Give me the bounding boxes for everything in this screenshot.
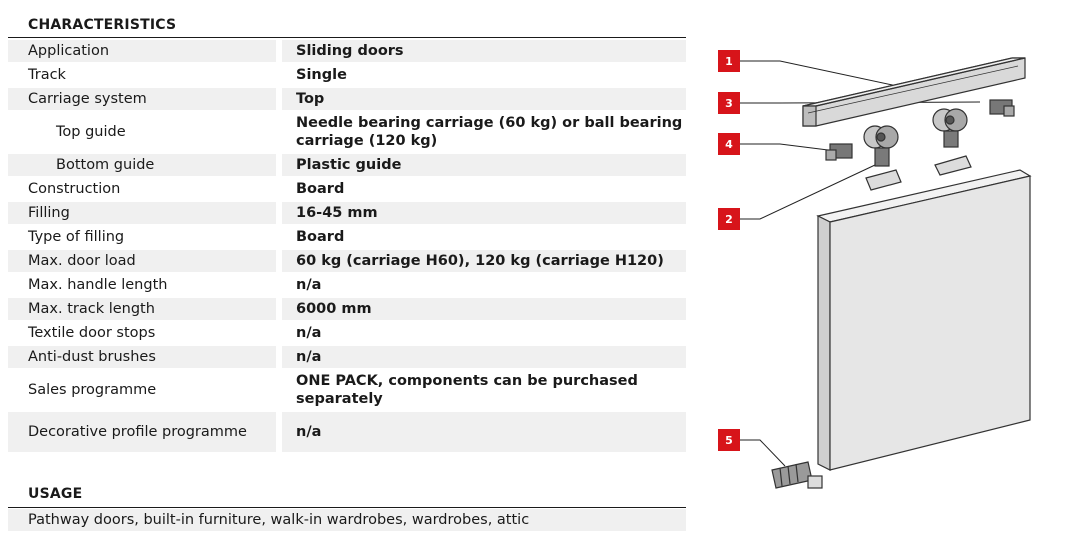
row-value: n/a bbox=[282, 412, 686, 452]
characteristics-divider bbox=[8, 37, 686, 38]
table-row: Max. door load 60 kg (carriage H60), 120… bbox=[8, 250, 686, 272]
row-label: Max. track length bbox=[8, 298, 276, 320]
table-row: Top guide Needle bearing carriage (60 kg… bbox=[8, 112, 686, 152]
row-value: 60 kg (carriage H60), 120 kg (carriage H… bbox=[282, 250, 686, 272]
callout-4: 4 bbox=[718, 133, 740, 155]
characteristics-table: Application Sliding doors Track Single C… bbox=[8, 38, 686, 454]
svg-text:5: 5 bbox=[725, 434, 733, 447]
row-label: Decorative profile programme bbox=[8, 412, 276, 452]
table-row: Carriage system Top bbox=[8, 88, 686, 110]
row-value: Needle bearing carriage (60 kg) or ball … bbox=[296, 115, 683, 149]
callout-3: 3 bbox=[718, 92, 740, 114]
row-value: Plastic guide bbox=[282, 154, 686, 176]
row-label: Application bbox=[8, 40, 276, 62]
row-value: ONE PACK, components can be purchased se… bbox=[296, 373, 638, 407]
usage-divider bbox=[8, 507, 686, 508]
table-row: Max. handle length n/a bbox=[8, 274, 686, 296]
row-value: 6000 mm bbox=[282, 298, 686, 320]
row-label: Type of filling bbox=[28, 229, 125, 245]
table-row: Sales programme ONE PACK, components can… bbox=[8, 370, 686, 410]
row-label: Textile door stops bbox=[28, 325, 156, 341]
row-label: Sales programme bbox=[28, 382, 157, 398]
table-row: Filling 16-45 mm bbox=[8, 202, 686, 224]
row-value: n/a bbox=[296, 325, 322, 341]
row-value: Board bbox=[296, 229, 345, 245]
callout-2: 2 bbox=[718, 208, 740, 230]
row-label: Bottom guide bbox=[8, 154, 276, 176]
row-value: Top bbox=[282, 88, 686, 110]
row-label: Top guide bbox=[56, 124, 126, 140]
table-row: Anti-dust brushes n/a bbox=[8, 346, 686, 368]
svg-text:2: 2 bbox=[725, 213, 733, 226]
table-row: Decorative profile programme n/a bbox=[8, 412, 686, 452]
sliding-door-diagram: 1 3 4 2 5 bbox=[718, 50, 1032, 489]
table-row: Application Sliding doors bbox=[8, 40, 686, 62]
usage-row: Pathway doors, built-in furniture, walk-… bbox=[8, 509, 686, 531]
characteristics-heading: CHARACTERISTICS bbox=[28, 17, 177, 33]
carriage-left bbox=[863, 125, 902, 191]
row-label: Construction bbox=[28, 181, 121, 197]
svg-text:1: 1 bbox=[725, 55, 733, 68]
row-value: 16-45 mm bbox=[282, 202, 686, 224]
row-label: Filling bbox=[8, 202, 276, 224]
callout-5: 5 bbox=[718, 429, 740, 451]
end-stop-right bbox=[989, 99, 1015, 117]
row-value: n/a bbox=[296, 277, 322, 293]
row-label: Anti-dust brushes bbox=[8, 346, 276, 368]
row-value: Sliding doors bbox=[282, 40, 686, 62]
row-value: n/a bbox=[282, 346, 686, 368]
table-row: Track Single bbox=[8, 64, 686, 86]
end-stop-left bbox=[825, 143, 853, 161]
usage-heading: USAGE bbox=[28, 486, 83, 502]
usage-text: Pathway doors, built-in furniture, walk-… bbox=[28, 512, 530, 528]
svg-text:3: 3 bbox=[725, 97, 733, 110]
svg-text:4: 4 bbox=[725, 138, 733, 151]
row-value: Single bbox=[296, 67, 347, 83]
table-row: Construction Board bbox=[8, 178, 686, 200]
row-value: Board bbox=[296, 181, 345, 197]
table-row: Textile door stops n/a bbox=[8, 322, 686, 344]
carriage-right bbox=[932, 108, 972, 176]
row-label: Max. door load bbox=[8, 250, 276, 272]
track-rail bbox=[802, 57, 1026, 127]
row-label: Track bbox=[28, 67, 66, 83]
row-label: Max. handle length bbox=[28, 277, 168, 293]
table-row: Max. track length 6000 mm bbox=[8, 298, 686, 320]
door-panel bbox=[816, 169, 1032, 471]
row-label: Carriage system bbox=[8, 88, 276, 110]
callout-1: 1 bbox=[718, 50, 740, 72]
table-row: Bottom guide Plastic guide bbox=[8, 154, 686, 176]
bottom-guide bbox=[771, 461, 823, 489]
table-row: Type of filling Board bbox=[8, 226, 686, 248]
